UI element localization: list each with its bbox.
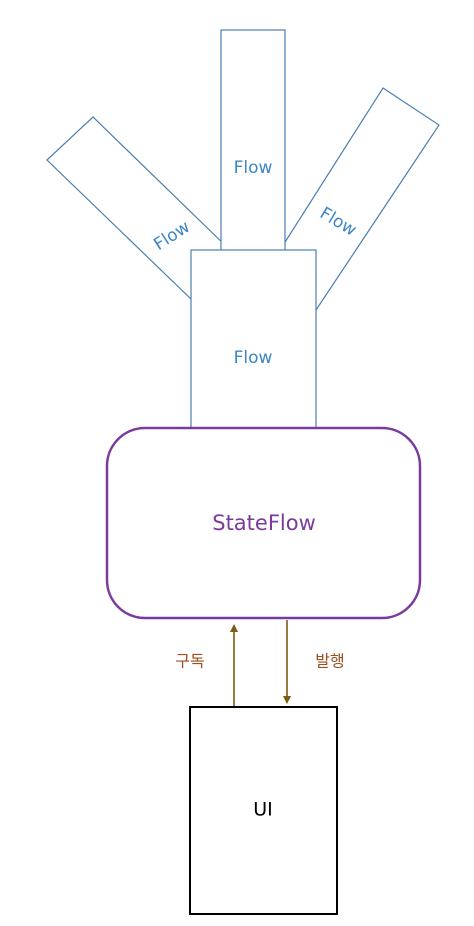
stateflow-label: StateFlow — [212, 511, 316, 535]
publish-arrow: 발행 — [283, 620, 345, 704]
flow-box-top: Flow — [220, 29, 286, 256]
ui-box: UI — [189, 706, 338, 915]
flow-label-main: Flow — [234, 348, 273, 368]
flow-label-top: Flow — [234, 158, 273, 178]
flow-box-main: Flow — [190, 249, 317, 436]
stateflow-box: StateFlow — [105, 426, 422, 620]
ui-label: UI — [253, 799, 273, 821]
publish-label: 발행 — [315, 652, 344, 671]
subscribe-label: 구독 — [175, 652, 204, 671]
subscribe-arrow: 구독 — [175, 624, 238, 707]
flow-box-left: Flow — [46, 116, 231, 301]
